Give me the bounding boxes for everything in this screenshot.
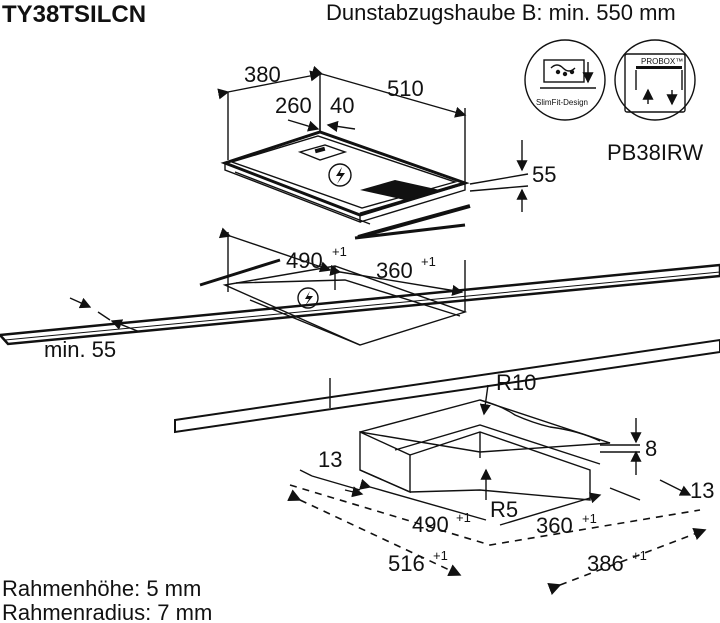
tol-cutout-depth: +1: [332, 244, 347, 259]
frame-drawing: R10 R5 8 13 13 490 +1 360 +1 516 +1 386 …: [174, 338, 720, 595]
dim-frame-width-outer: 386: [587, 551, 624, 576]
dim-depth-total: 510: [387, 76, 424, 101]
frame-height-note: Rahmenhöhe: 5 mm: [2, 576, 201, 601]
probox-badge: PROBOX™: [614, 39, 696, 121]
slimfit-label: SlimFit-Design: [536, 98, 588, 107]
cutout-drawing: 490 +1 360 +1 min. 55: [0, 223, 720, 362]
hood-note: Dunstabzugshaube B: min. 550 mm: [326, 0, 676, 25]
dim-margin-left: 13: [318, 447, 342, 472]
slimfit-badge: SlimFit-Design: [524, 39, 606, 121]
tol-frame-width-outer: +1: [632, 548, 647, 563]
dim-cutout-depth: 490: [286, 248, 323, 273]
probox-label: PROBOX™: [641, 57, 683, 66]
tol-frame-depth: +1: [456, 510, 471, 525]
dim-height: 55: [532, 162, 556, 187]
frame-radius-note: Rahmenradius: 7 mm: [2, 600, 212, 623]
dim-margin-right: 13: [690, 478, 714, 503]
dim-radius-inner: R5: [490, 497, 518, 522]
model-title: TY38TSILCN: [2, 1, 146, 28]
hob-drawing: 380 510 260 40 55: [217, 62, 556, 239]
dim-cutout-width: 360: [376, 258, 413, 283]
dim-frame-width: 360: [536, 513, 573, 538]
dim-frame-depth: 490: [412, 512, 449, 537]
tol-frame-width: +1: [582, 511, 597, 526]
tol-frame-depth-outer: +1: [433, 548, 448, 563]
dim-edge-offset: 40: [330, 93, 354, 118]
dim-width-total: 380: [244, 62, 281, 87]
dim-min-distance: min. 55: [44, 337, 116, 362]
dim-radius-outer: R10: [496, 370, 536, 395]
dim-width-inner: 260: [275, 93, 312, 118]
dim-frame-height: 8: [645, 436, 657, 461]
tol-cutout-width: +1: [421, 254, 436, 269]
product-code: PB38IRW: [607, 140, 703, 165]
dim-frame-depth-outer: 516: [388, 551, 425, 576]
